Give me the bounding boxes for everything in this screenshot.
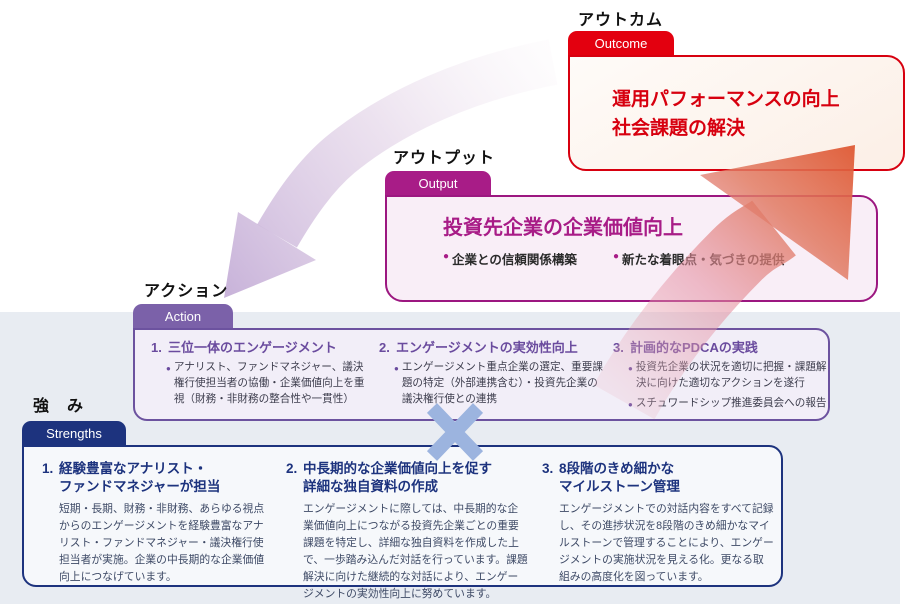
outcome-panel: 運用パフォーマンスの向上 社会課題の解決 [568,55,905,171]
action-bullet-text: スチュワードシップ推進委員会への報告 [635,397,827,410]
outcome-line-1: 運用パフォーマンスの向上 [612,89,840,110]
strength-item-heading-text: 8段階のきめ細かな マイルストーン管理 [559,461,680,494]
strengths-action-link-icon [426,403,484,461]
strength-item-heading: 3. 8段階のきめ細かな マイルストーン管理 [542,460,774,495]
action-item-bullet: ● 投資先企業の状況を適切に把握・課題解決に向けた適切なアクションを遂行 [628,360,831,392]
action-item-bullet: ● アナリスト、ファンドマネジャー、議決権行使担当者の協働・企業価値向上を重視（… [166,360,369,408]
strength-item-number: 1. [42,461,54,476]
action-item-number: 1. [151,340,162,355]
strength-item-1: 1. 経験豊富なアナリスト・ ファンドマネジャーが担当 短期・長期、財務・非財務… [42,460,272,585]
output-bullet: ● 企業との信頼関係構築 [443,249,577,268]
strength-item-body: 短期・長期、財務・非財務、あらゆる視点からのエンゲージメントを経験豊富なアナリス… [59,503,265,584]
strength-item-body: エンゲージメントに際しては、中長期的な企業価値向上につながる投資先企業ごとの重要… [303,503,528,601]
bullet-icon: ● [394,364,399,374]
bullet-icon: ● [628,364,633,374]
action-item-heading: 1. 三位一体のエンゲージメント [151,340,369,356]
bullet-icon: ● [166,364,171,374]
action-tab: Action [133,304,233,329]
strength-item-heading: 1. 経験豊富なアナリスト・ ファンドマネジャーが担当 [42,460,272,495]
action-item-bullet: ● エンゲージメント重点企業の選定、重要課題の特定（外部連携含む）・投資先企業の… [394,360,603,408]
strength-item-number: 2. [286,461,298,476]
strength-item-body: エンゲージメントでの対話内容をすべて記録し、その進捗状況を8段階のきめ細かなマイ… [559,503,774,584]
action-item-heading: 3. 計画的なPDCAの実践 [613,340,831,356]
strength-item-number: 3. [542,461,554,476]
output-label: アウトプット [393,150,496,167]
action-label: アクション [144,283,229,300]
strength-item-heading: 2. 中長期的な企業価値向上を促す 詳細な独自資料の作成 [286,460,528,495]
bullet-icon: ● [612,251,619,262]
action-item-heading: 2. エンゲージメントの実効性向上 [379,340,603,356]
outcome-tab: Outcome [568,31,674,56]
action-bullet-text: 投資先企業の状況を適切に把握・課題解決に向けた適切なアクションを遂行 [635,361,827,390]
outcome-text: 運用パフォーマンスの向上 社会課題の解決 [612,85,840,144]
strength-item-heading-text: 経験豊富なアナリスト・ ファンドマネジャーが担当 [59,461,221,494]
output-tab: Output [385,171,491,196]
action-item-3: 3. 計画的なPDCAの実践 ● 投資先企業の状況を適切に把握・課題解決に向けた… [613,340,831,419]
outcome-label: アウトカム [578,12,664,29]
action-item-heading-text: 計画的なPDCAの実践 [630,340,758,355]
action-item-2: 2. エンゲージメントの実効性向上 ● エンゲージメント重点企業の選定、重要課題… [379,340,603,419]
strength-item-heading-text: 中長期的な企業価値向上を促す 詳細な独自資料の作成 [303,461,492,494]
strength-item-2: 2. 中長期的な企業価値向上を促す 詳細な独自資料の作成 エンゲージメントに際し… [286,460,528,600]
action-item-heading-text: エンゲージメントの実効性向上 [396,340,578,355]
action-panel: 1. 三位一体のエンゲージメント ● アナリスト、ファンドマネジャー、議決権行使… [133,328,830,421]
strength-item-3: 3. 8段階のきめ細かな マイルストーン管理 エンゲージメントでの対話内容をすべ… [542,460,774,585]
output-bullet-list: ● 企業との信頼関係構築 ● 新たな着眼点・気づきの提供 [443,249,785,268]
action-bullet-text: アナリスト、ファンドマネジャー、議決権行使担当者の協働・企業価値向上を重視（財務… [173,361,365,406]
action-item-number: 3. [613,340,624,355]
strengths-label: 強 み [33,398,85,415]
output-title: 投資先企業の企業価値向上 [443,217,683,239]
output-bullet: ● 新たな着眼点・気づきの提供 [613,249,785,268]
action-item-number: 2. [379,340,390,355]
action-item-1: 1. 三位一体のエンゲージメント ● アナリスト、ファンドマネジャー、議決権行使… [151,340,369,419]
action-item-bullet: ● スチュワードシップ推進委員会への報告 [628,396,831,412]
bullet-icon: ● [443,251,450,262]
output-bullet-text: 企業との信頼関係構築 [452,253,577,267]
output-bullet-text: 新たな着眼点・気づきの提供 [621,253,785,267]
bullet-icon: ● [628,400,633,410]
outcome-line-2: 社会課題の解決 [612,118,746,140]
output-panel: 投資先企業の企業価値向上 ● 企業との信頼関係構築 ● 新たな着眼点・気づきの提… [385,195,878,302]
strengths-tab: Strengths [22,421,126,446]
action-item-heading-text: 三位一体のエンゲージメント [168,340,337,355]
action-bullet-text: エンゲージメント重点企業の選定、重要課題の特定（外部連携含む）・投資先企業の議決… [401,361,603,406]
strengths-panel: 1. 経験豊富なアナリスト・ ファンドマネジャーが担当 短期・長期、財務・非財務… [22,445,783,600]
